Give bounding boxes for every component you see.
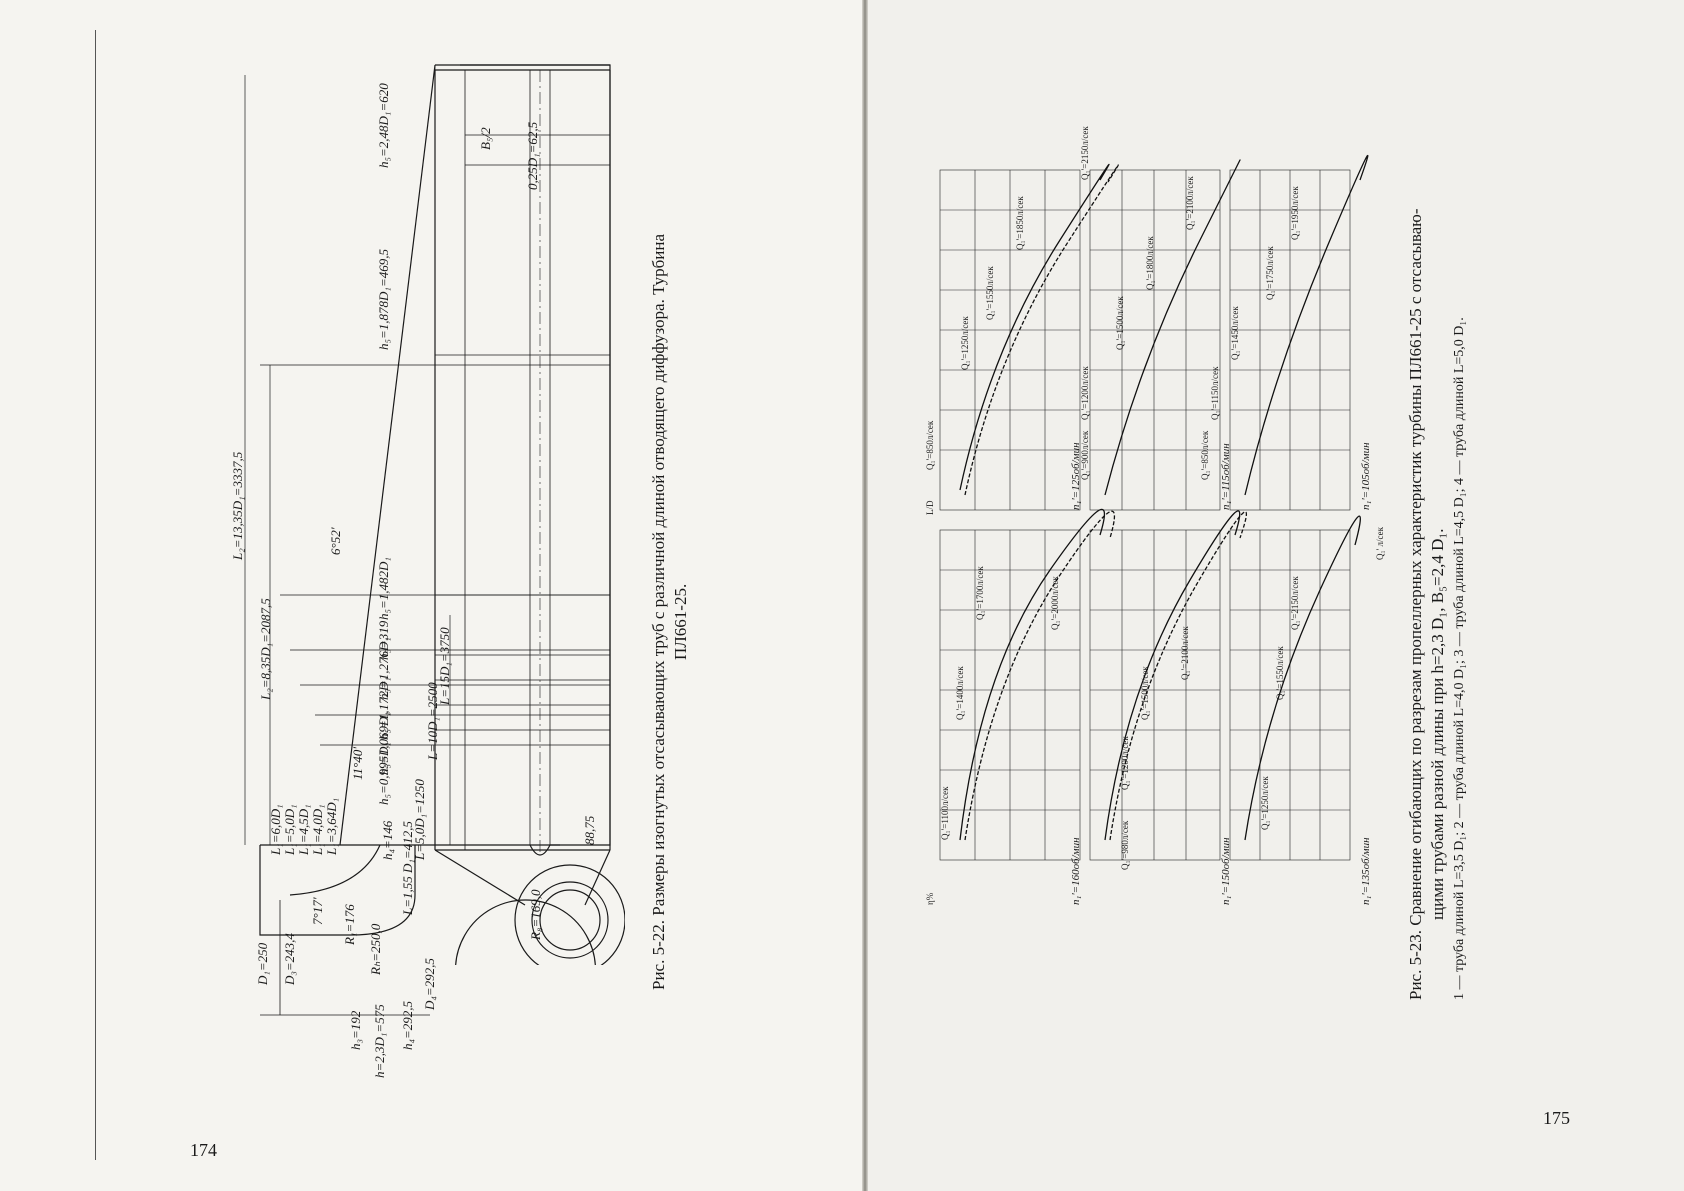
grid-panel-1 <box>939 529 1081 861</box>
flow-label: Q₁'=2100л/сек <box>1185 176 1195 230</box>
dim-h4: h₄=292,5 <box>400 1000 415 1050</box>
flow-label: Q₁'=1150л/сек <box>1210 366 1220 420</box>
figure-caption-5-23: Рис. 5-23. Сравнение огибающих по разрез… <box>1405 208 1471 1000</box>
dim-R1: R₁=176 <box>342 904 357 945</box>
dim-D1: D₁=250 <box>255 942 270 985</box>
envelope-curve <box>1244 515 1361 841</box>
dim-8875: 88,75 <box>582 815 597 845</box>
panel-speed-label: n₁'=135об/мин <box>1360 837 1372 905</box>
flow-label: Q₁'=1550л/сек <box>985 266 995 320</box>
grid-panel-2 <box>1089 529 1221 861</box>
page-number-right: 175 <box>1543 1108 1570 1128</box>
flow-label: Q₁'=1250л/сек <box>960 316 970 370</box>
flow-label: Q₁'=1200л/сек <box>1120 736 1130 790</box>
dim-R8: R₈=169,0 <box>528 889 543 940</box>
flow-label: Q₁'=2150л/сек <box>1080 126 1090 180</box>
figure-caption-5-22: Рис. 5-22. Размеры изогнутых отсасывающи… <box>648 234 692 990</box>
flow-label: Q₁'=1950л/сек <box>1290 186 1300 240</box>
dim-h5-1482: h₅=1,482D₁ <box>376 557 391 620</box>
flow-label: Q₁'=1700л/сек <box>975 566 985 620</box>
dim-D3: D₃=243,4 <box>282 933 297 985</box>
dim-angle-1140: 11°40' <box>350 746 365 780</box>
flow-label: Q₁'=1500л/сек <box>1115 296 1125 350</box>
right-page <box>866 0 1684 1191</box>
book-gutter <box>862 0 868 1191</box>
envelope-curve <box>1244 155 1369 496</box>
dim-L1-364: L₁=3,64D₁ <box>324 797 339 855</box>
x-axis-label: Q₁' л/сек <box>1375 527 1385 560</box>
flow-label: Q₁'=980л/сек <box>1120 820 1130 870</box>
dim-Rh: Rₕ=250,0 <box>368 923 383 975</box>
flow-label: Q₁'=1500л/сек <box>1140 666 1150 720</box>
eta-axis-label: η% <box>925 892 935 905</box>
draft-tube-side-view <box>434 69 625 965</box>
dim-h3: h₃=192 <box>348 1010 363 1050</box>
dim-L2-total: L₂=13,35D₁=3337,5 <box>230 451 245 560</box>
caption-line: 1 — труба длиной L=3,5 D₁; 2 — труба дли… <box>1452 317 1467 1000</box>
dim-angle-717: 7°17' <box>310 897 325 925</box>
flow-label: Q₁'=2100л/сек <box>1180 626 1190 680</box>
panel-speed-label: n₁'=115об/мин <box>1220 443 1232 510</box>
propeller-characteristics-charts <box>939 155 1369 861</box>
grid-panel-6 <box>1229 169 1351 511</box>
dim-L-155: L=1,55 D₁=412,5 <box>400 821 415 915</box>
dim-h5-248: h₅=2,48D₁=620 <box>376 83 391 168</box>
envelope-curve <box>959 508 1106 841</box>
flow-label: Q₁'=1750л/сек <box>1265 246 1275 300</box>
ld-axis-label: L/D <box>925 500 935 516</box>
panel-speed-label: n₁'=105об/мин <box>1360 442 1372 510</box>
dim-B5-half: B₅/2 <box>478 127 493 150</box>
envelope-curve <box>1109 511 1247 841</box>
caption-line: ПЛ661-25. <box>671 583 690 660</box>
flow-label: Q₁'=1200л/сек <box>1080 366 1090 420</box>
dim-025D1: 0,25D₁=62,5 <box>525 121 540 190</box>
envelope-curve <box>964 510 1116 841</box>
envelope-curve <box>1104 510 1241 841</box>
grid-panel-5 <box>1089 169 1221 511</box>
page-edge-line <box>95 30 96 1160</box>
envelope-curve <box>959 163 1110 491</box>
flow-label: Q₁'=1800л/сек <box>1145 236 1155 290</box>
flow-label: Q₁'=1850л/сек <box>1015 196 1025 250</box>
dim-D4: D₄=292,5 <box>422 958 437 1010</box>
flow-label: Q₁'=1550л/сек <box>1275 646 1285 700</box>
dim-h5-1878: h₅=1,878D₁=469,5 <box>376 249 391 350</box>
dim-h5-0995: h₅=0,995D₁ <box>376 742 391 805</box>
dim-L-10: L=10D₁=2500 <box>425 682 440 760</box>
dim-angle-652: 6°52' <box>328 527 343 555</box>
caption-line: щими трубами разной длины при h=2,3 D₁, … <box>1428 528 1447 920</box>
flow-label: Q₁'=1250л/сек <box>1260 776 1270 830</box>
flow-label: Q₁'=850л/сек <box>925 420 935 470</box>
flow-label: Q₁'=2150л/сек <box>1290 576 1300 630</box>
grid-panel-3 <box>1229 529 1351 861</box>
page-number-left: 174 <box>190 1140 217 1160</box>
flow-label: Q₁'=900л/сек <box>1080 430 1090 480</box>
caption-line: Рис. 5-22. Размеры изогнутых отсасывающи… <box>649 233 668 990</box>
flow-label: Q₁'=1100л/сек <box>940 786 950 840</box>
left-page <box>0 0 866 1191</box>
flow-label: Q₁'=1450л/сек <box>1230 306 1240 360</box>
flow-label: Q₁'=2000л/сек <box>1050 576 1060 630</box>
flow-label: Q₁'=1400л/сек <box>955 666 965 720</box>
dim-h: h=2,3D₁=575 <box>372 1004 387 1078</box>
envelope-curve <box>1104 159 1241 496</box>
dim-L2-mid: L₂=8,35D₁=2087,5 <box>258 598 273 700</box>
flow-label: Q₁'=850л/сек <box>1200 430 1210 480</box>
caption-line: Рис. 5-23. Сравнение огибающих по разрез… <box>1406 208 1425 1000</box>
panel-speed-label: n₁'=150об/мин <box>1220 837 1232 905</box>
dim-h4-146: h₄=146 <box>380 820 395 860</box>
panel-speed-label: n₁'=160об/мин <box>1070 837 1082 905</box>
envelope-curve <box>964 164 1119 496</box>
